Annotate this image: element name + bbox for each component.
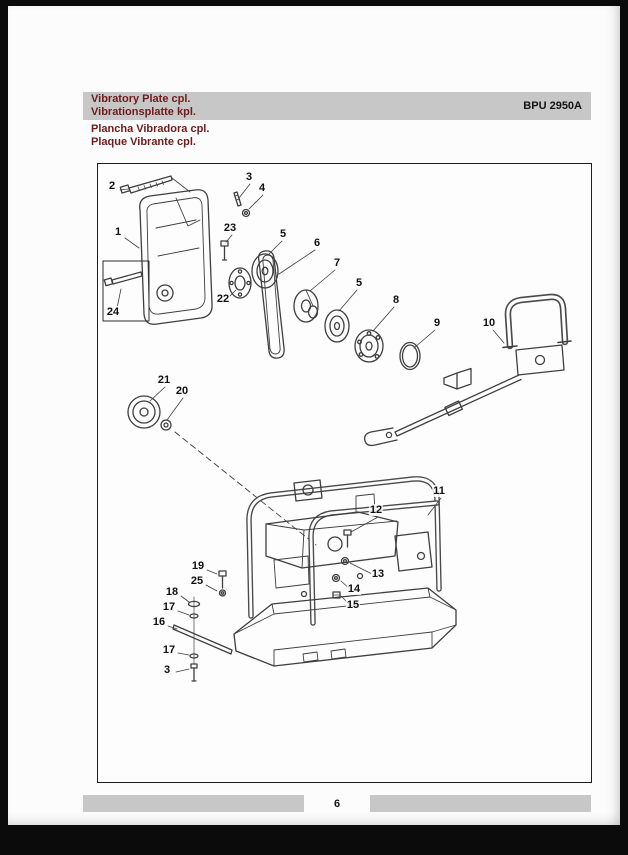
part-17-washer-a [189, 613, 199, 619]
callout-9: 9 [432, 317, 442, 329]
part-13-washer [340, 556, 350, 566]
callout-19: 19 [190, 560, 206, 572]
callout-22: 22 [215, 293, 231, 305]
callout-20: 20 [174, 385, 190, 397]
callout-25: 25 [189, 575, 205, 587]
part-4-washer [241, 208, 251, 218]
header-bar: Vibratory Plate cpl. Vibrationsplatte kp… [83, 92, 591, 120]
model-number: BPU 2950A [523, 100, 582, 112]
title-en: Vibratory Plate cpl. [91, 93, 191, 105]
part-17-washer-b [189, 653, 199, 659]
part-25-washer [218, 589, 227, 597]
part-2-screw [119, 175, 191, 194]
part-23-screw [220, 240, 229, 261]
exploded-view [102, 175, 572, 682]
part-20-bushing [160, 419, 172, 431]
part-14-washer [331, 573, 341, 583]
callout-2: 2 [107, 180, 117, 192]
callout-12: 12 [368, 504, 384, 516]
callout-3: 3 [244, 171, 254, 183]
callout-6: 6 [312, 237, 322, 249]
callout-1: 1 [113, 226, 123, 238]
callout-5b: 5 [354, 277, 364, 289]
title-de: Vibrationsplatte kpl. [91, 106, 196, 118]
part-3-screw-bottom [190, 663, 198, 682]
part-16-pin [172, 624, 233, 655]
assembly-dashed-line [174, 431, 317, 546]
part-3-screw-top [233, 191, 242, 207]
part-1-housing [139, 189, 213, 325]
page-subtitle: Plancha Vibradora cpl. Plaque Vibrante c… [91, 123, 209, 149]
part-18-washer [187, 600, 201, 608]
part-24-screw [103, 271, 143, 287]
callout-23: 23 [222, 222, 238, 234]
manual-page: Vibratory Plate cpl. Vibrationsplatte kp… [8, 6, 620, 825]
callout-10: 10 [481, 317, 497, 329]
footer-bar: 6 [83, 795, 591, 812]
part-15-nut [332, 591, 341, 599]
callout-17b: 17 [161, 644, 177, 656]
callout-24: 24 [105, 306, 121, 318]
part-8-clutch [354, 329, 384, 363]
callout-8: 8 [391, 294, 401, 306]
page-number: 6 [333, 797, 341, 810]
callout-7: 7 [332, 257, 342, 269]
page-number-box: 6 [303, 795, 371, 812]
title-es: Plancha Vibradora cpl. [91, 123, 210, 135]
part-11-body [233, 476, 457, 667]
callout-13: 13 [370, 568, 386, 580]
title-fr: Plaque Vibrante cpl. [91, 136, 196, 148]
part-10-handle [363, 293, 572, 447]
leader-lines [116, 183, 505, 673]
callout-11: 11 [432, 485, 446, 497]
callout-16: 16 [151, 616, 167, 628]
callout-18: 18 [164, 586, 180, 598]
callout-14: 14 [346, 583, 362, 595]
detail-box-24 [102, 260, 150, 322]
part-22-flange [228, 267, 252, 299]
part-7-pulley [293, 289, 319, 323]
page-title: Vibratory Plate cpl. Vibrationsplatte kp… [91, 93, 196, 119]
part-6-belt [257, 250, 285, 359]
callout-15: 15 [345, 599, 361, 611]
callout-21: 21 [156, 374, 172, 386]
parts-diagram: 2 3 4 1 23 5 6 7 22 5 8 9 10 24 21 20 11… [97, 163, 592, 783]
callout-17a: 17 [161, 601, 177, 613]
part-5-pulley-b [324, 309, 350, 343]
part-19-screw [218, 570, 227, 589]
callout-3b: 3 [162, 664, 172, 676]
part-12-screw [343, 529, 352, 548]
callout-5a: 5 [278, 228, 288, 240]
callout-4: 4 [257, 182, 267, 194]
part-21-pulley [127, 395, 161, 429]
part-9-ring [399, 341, 421, 371]
